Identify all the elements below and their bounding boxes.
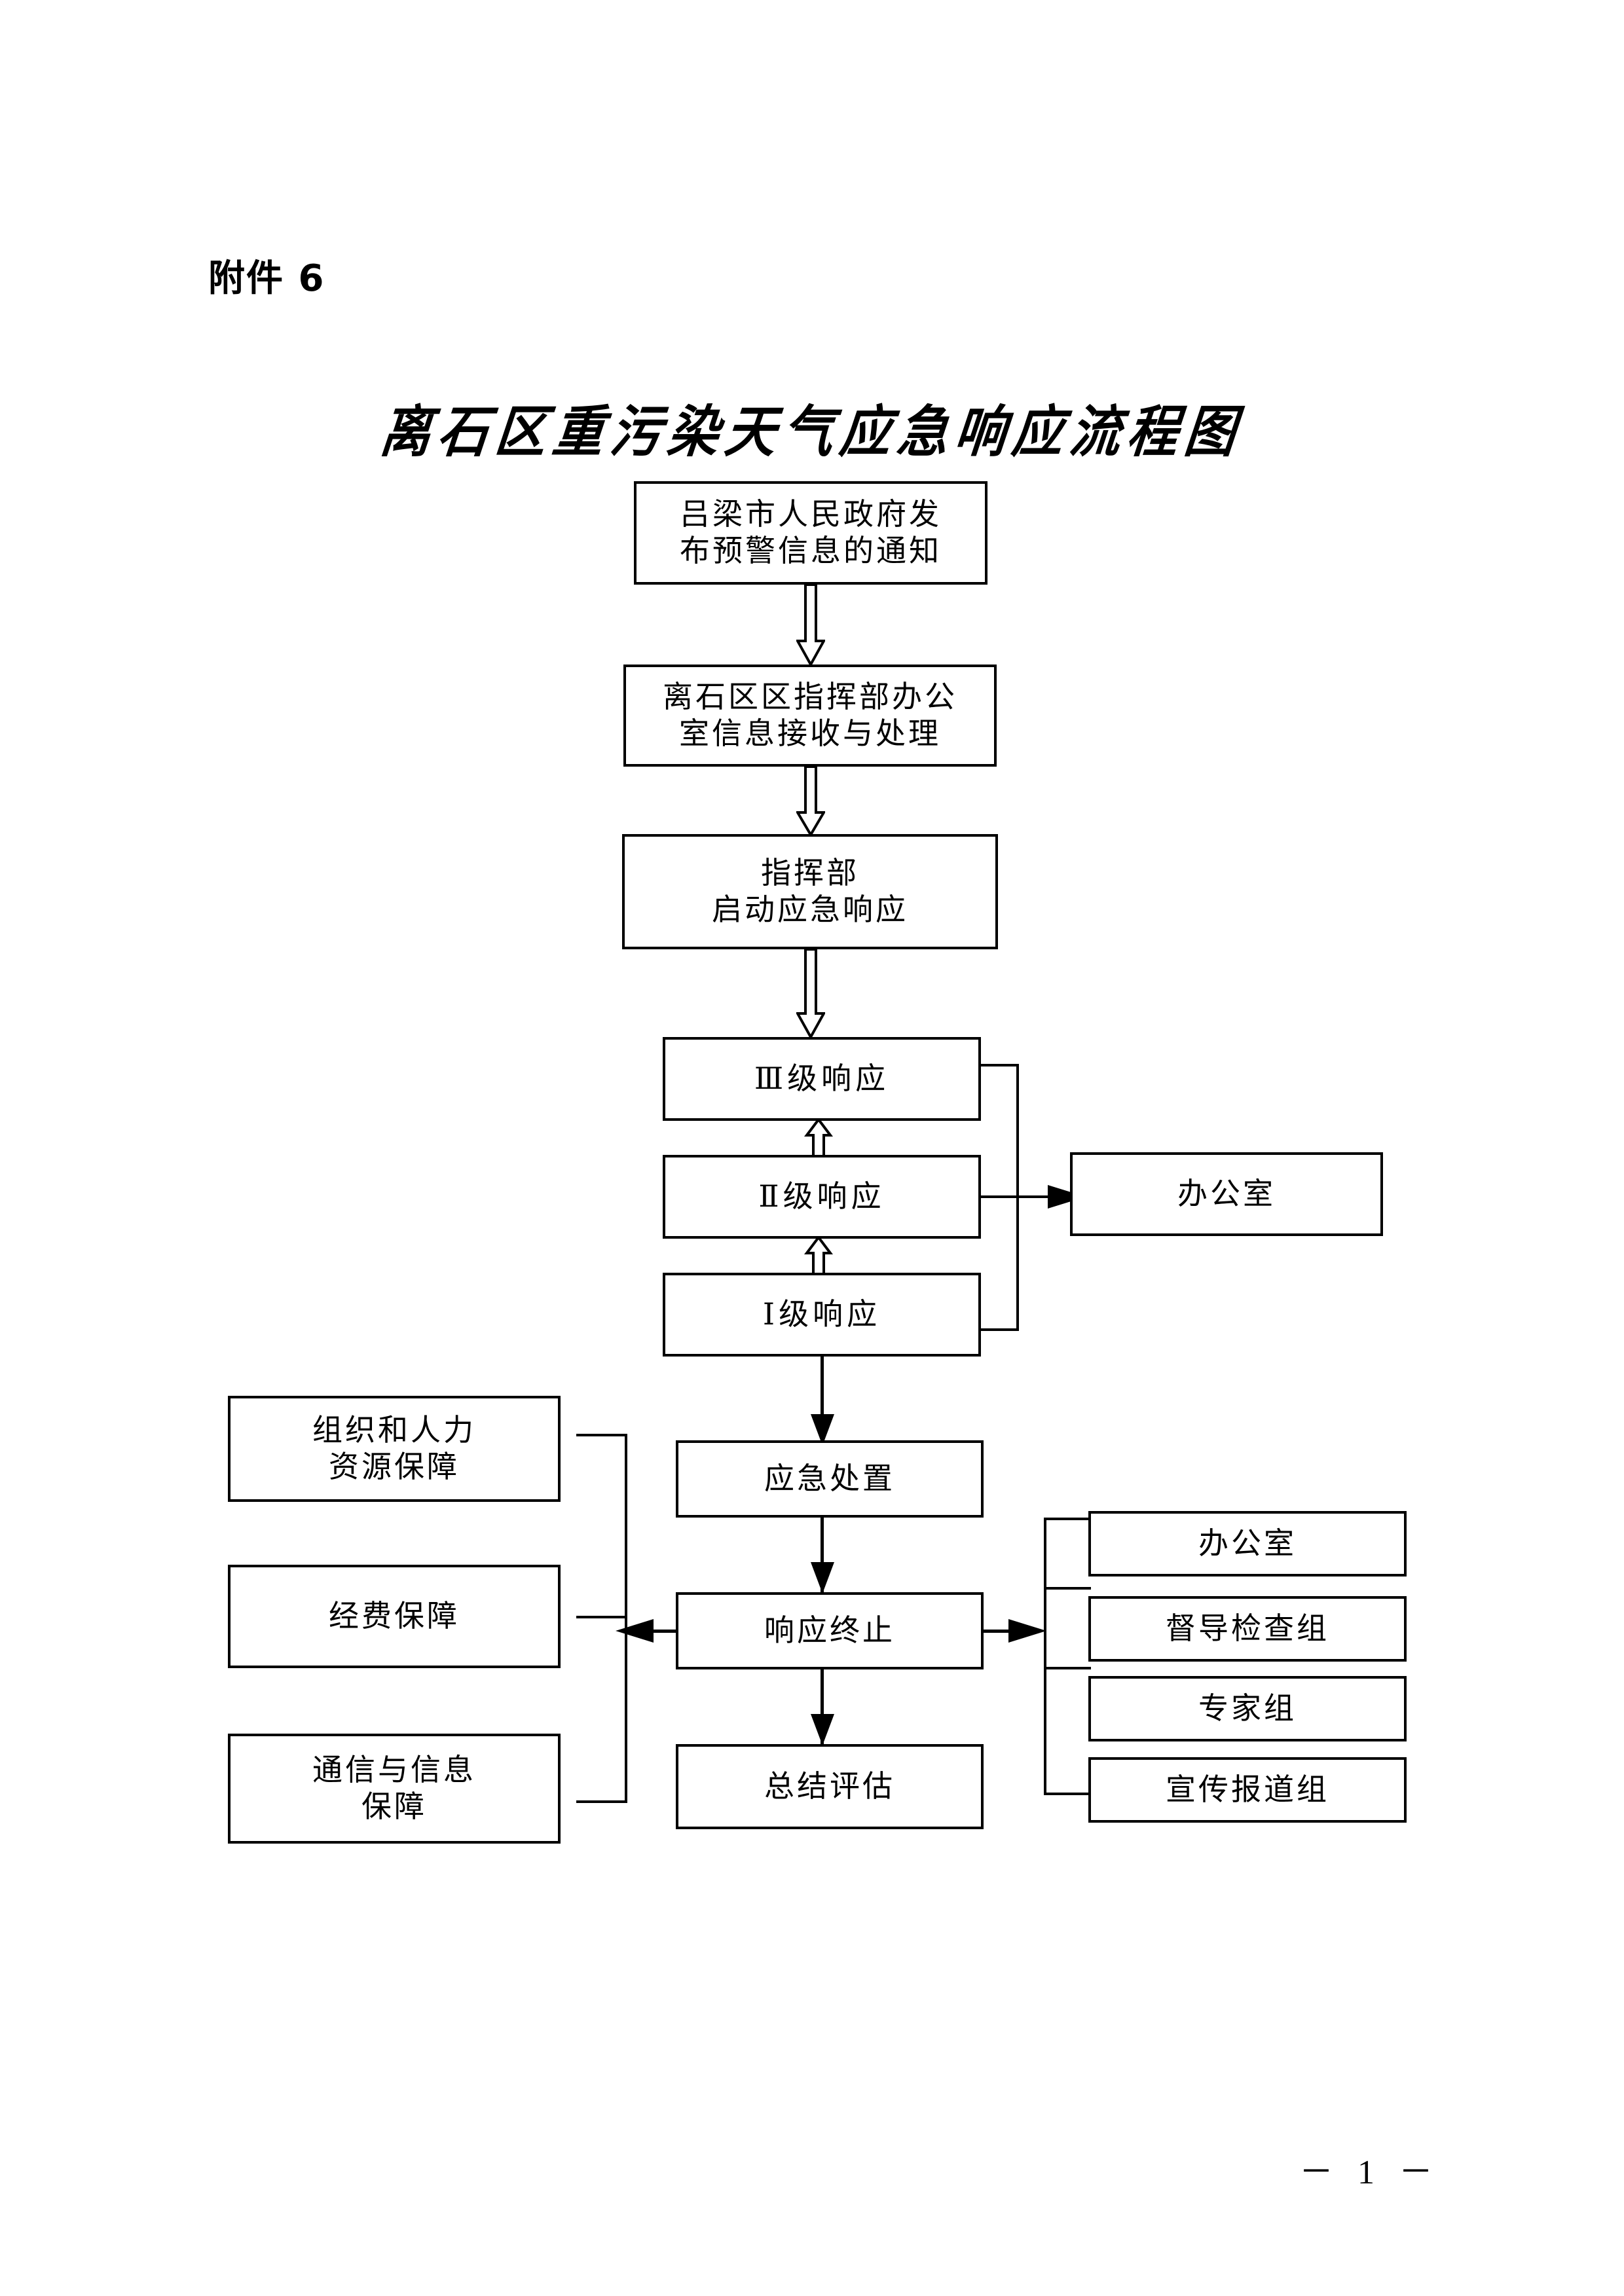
node-support-hr: 组织和人力 资源保障 (228, 1396, 561, 1502)
node-group-inspection-label: 督导检查组 (1166, 1611, 1329, 1645)
attachment-label: 附件 6 (208, 257, 325, 300)
node-level-3-label: Ⅲ级响应 (754, 1061, 890, 1095)
line-terminate-to-support (648, 1630, 678, 1633)
line-terminate-to-summary (821, 1669, 824, 1749)
node-activate-label: 指挥部 启动应急响应 (712, 856, 908, 926)
node-disposal: 应急处置 (676, 1440, 984, 1518)
arrowhead-disposal-to-terminate (804, 1562, 841, 1596)
arrow-notice-to-intake (796, 585, 825, 666)
arrow-activate-to-level3 (796, 949, 825, 1038)
node-office-intake-label: 离石区区指挥部办公 室信息接收与处理 (663, 680, 957, 750)
node-level-office: 办公室 (1070, 1152, 1383, 1236)
bracket-group-office-stub (1044, 1518, 1091, 1520)
bracket-support-funds-stub (576, 1616, 627, 1618)
node-activate: 指挥部 启动应急响应 (622, 834, 998, 949)
node-group-publicity-label: 宣传报道组 (1166, 1772, 1329, 1806)
bracket-group-publicity-stub (1044, 1793, 1091, 1795)
line-disposal-to-terminate (821, 1518, 824, 1597)
bracket-group-inspection-stub (1044, 1587, 1091, 1590)
node-level-2-label: Ⅱ级响应 (758, 1179, 885, 1213)
bracket-support-hr-stub (576, 1434, 627, 1436)
node-level-1-label: Ⅰ级响应 (762, 1297, 881, 1331)
arrow-intake-to-activate (796, 767, 825, 836)
page-number: － 1 － (1299, 2154, 1441, 2191)
page-title: 离石区重污染天气应急响应流程图 (377, 399, 1246, 465)
line-terminate-to-groups (984, 1630, 1020, 1633)
bracket-level2-stub (981, 1195, 1060, 1198)
bracket-level3-stub (981, 1064, 1019, 1066)
bracket-support-spine (625, 1434, 627, 1803)
node-summary: 总结评估 (676, 1744, 984, 1829)
node-level-3: Ⅲ级响应 (663, 1037, 981, 1121)
node-office-intake: 离石区区指挥部办公 室信息接收与处理 (623, 665, 997, 767)
node-notice: 吕梁市人民政府发 布预警信息的通知 (634, 481, 987, 585)
node-support-comms-label: 通信与信息 保障 (312, 1753, 476, 1823)
bracket-support-comms-stub (576, 1800, 627, 1803)
node-level-1: Ⅰ级响应 (663, 1273, 981, 1357)
bracket-level1-stub (981, 1328, 1019, 1331)
node-terminate: 响应终止 (676, 1592, 984, 1669)
node-summary-label: 总结评估 (764, 1769, 895, 1803)
node-disposal-label: 应急处置 (764, 1461, 895, 1495)
arrowhead-levels-to-office (1048, 1178, 1088, 1215)
arrowhead-terminate-to-support (614, 1613, 655, 1649)
node-group-office-label: 办公室 (1198, 1526, 1297, 1560)
node-terminate-label: 响应终止 (764, 1613, 895, 1647)
arrowhead-terminate-to-summary (804, 1714, 841, 1748)
arrowhead-terminate-to-groups (1008, 1613, 1049, 1649)
node-group-publicity: 宣传报道组 (1088, 1757, 1407, 1823)
node-notice-label: 吕梁市人民政府发 布预警信息的通知 (680, 497, 942, 568)
line-level1-to-disposal (821, 1357, 824, 1436)
node-group-office: 办公室 (1088, 1511, 1407, 1576)
node-support-hr-label: 组织和人力 资源保障 (312, 1413, 476, 1484)
node-group-inspection: 督导检查组 (1088, 1596, 1407, 1662)
bracket-group-experts-stub (1044, 1667, 1091, 1669)
arrowhead-level1-to-disposal (804, 1414, 841, 1448)
bracket-groups-spine (1044, 1518, 1046, 1795)
node-group-experts: 专家组 (1088, 1676, 1407, 1741)
node-group-experts-label: 专家组 (1198, 1691, 1297, 1725)
node-support-funds-label: 经费保障 (329, 1599, 460, 1633)
node-level-2: Ⅱ级响应 (663, 1155, 981, 1239)
node-level-office-label: 办公室 (1177, 1176, 1276, 1211)
node-support-funds: 经费保障 (228, 1565, 561, 1668)
node-support-comms: 通信与信息 保障 (228, 1734, 561, 1844)
